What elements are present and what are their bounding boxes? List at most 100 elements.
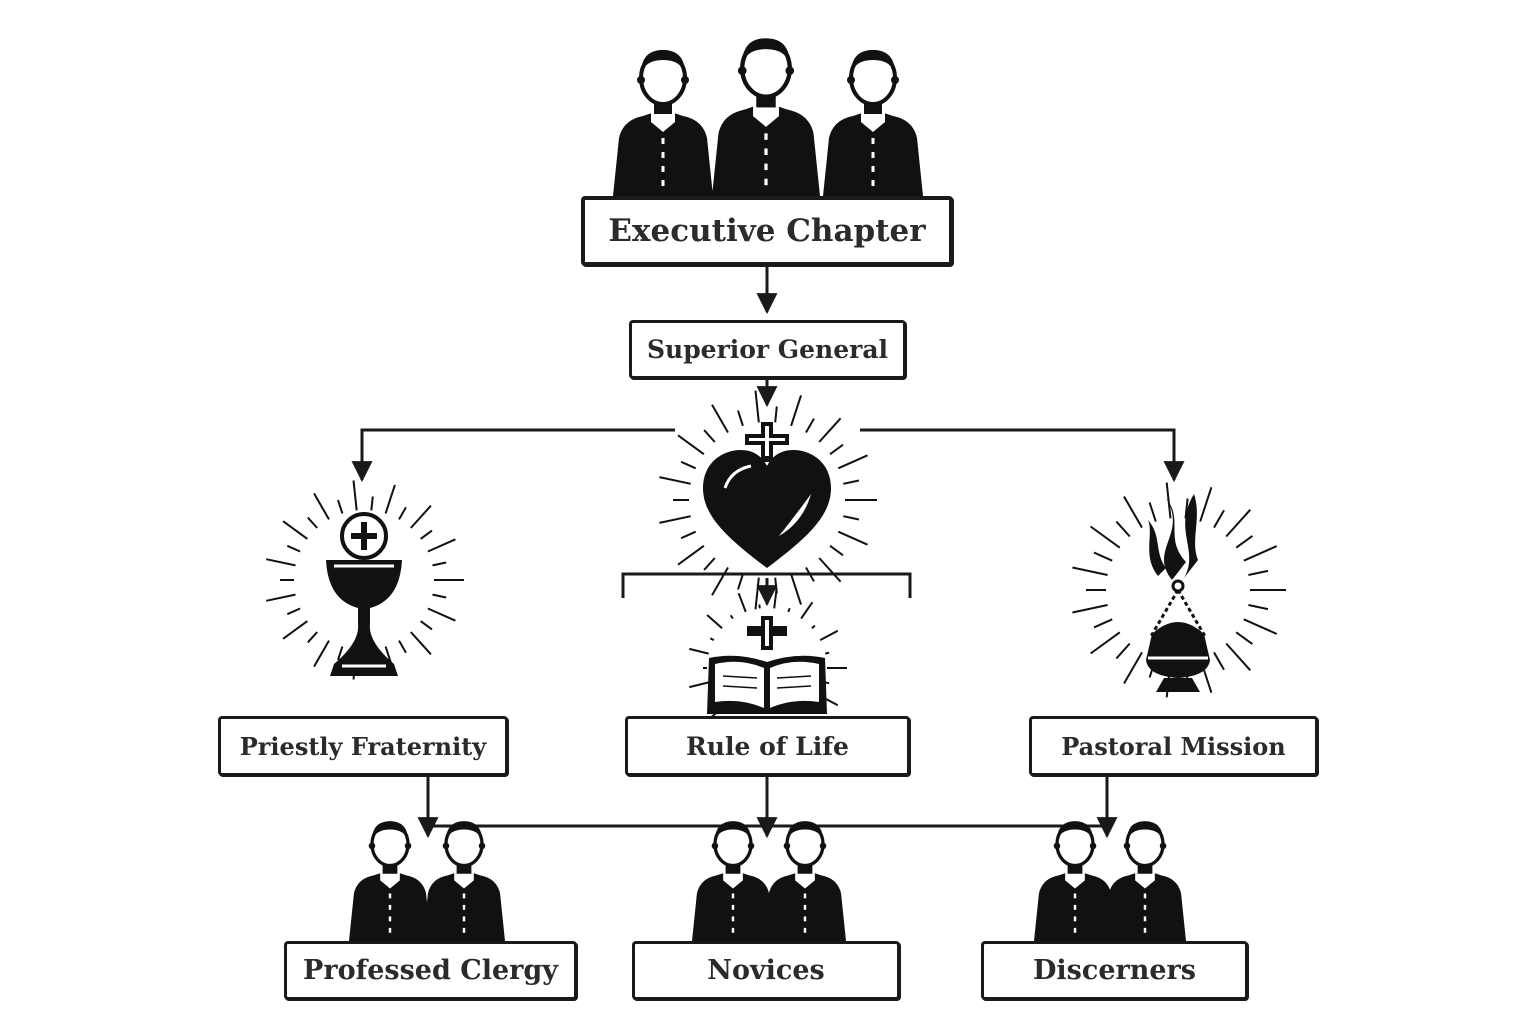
ray-line <box>307 631 318 644</box>
ray-line <box>1123 651 1143 685</box>
ray-line <box>337 499 344 514</box>
ray-line <box>680 460 697 470</box>
ray-line <box>1090 631 1121 655</box>
ray-line <box>282 620 308 640</box>
ray-line <box>1225 509 1252 538</box>
ray-line <box>1072 604 1108 614</box>
ray-line <box>1123 495 1143 529</box>
ray-line <box>843 479 860 485</box>
ray-line <box>1115 520 1131 538</box>
bible-cross-icon <box>689 588 847 748</box>
ray-line <box>370 496 374 511</box>
node-label: Priestly Fraternity <box>239 731 487 761</box>
ray-line <box>837 454 868 470</box>
node-pastoral-mission: Pastoral Mission <box>1029 716 1318 776</box>
ray-line <box>737 573 744 590</box>
chalice-host-icon <box>265 480 464 680</box>
ray-line <box>825 681 830 685</box>
ray-line <box>737 410 744 427</box>
ray-line <box>1115 642 1131 660</box>
node-novices: Novices <box>632 941 900 1000</box>
ray-line <box>706 614 723 629</box>
ray-line <box>680 530 697 540</box>
ray-line <box>265 593 296 602</box>
node-label: Discerners <box>1033 955 1196 986</box>
clergy-pair-icon <box>690 819 848 943</box>
ray-line <box>420 620 433 631</box>
ray-line <box>432 561 447 567</box>
ray-line <box>709 637 715 641</box>
ray-line <box>711 567 729 596</box>
ray-line <box>829 544 844 557</box>
edge-branch-left <box>351 428 675 483</box>
ray-line <box>410 505 432 529</box>
ray-line <box>1093 618 1113 629</box>
ray-line <box>754 577 760 610</box>
ray-line <box>286 607 301 616</box>
ray-line <box>703 557 716 571</box>
ray-line <box>818 557 842 583</box>
ray-line <box>1243 545 1278 562</box>
ray-line <box>805 567 815 582</box>
ray-line <box>677 434 705 456</box>
ray-line <box>1225 642 1252 671</box>
ray-line <box>420 529 433 540</box>
ray-line <box>774 406 778 423</box>
sacred-heart-cross-icon <box>659 390 877 610</box>
ray-line <box>286 544 301 553</box>
ray-line <box>1248 604 1269 611</box>
node-label: Rule of Life <box>686 731 849 761</box>
ray-line <box>825 651 830 655</box>
ray-line <box>1199 486 1213 522</box>
ray-line <box>265 558 296 567</box>
ray-line <box>410 631 432 655</box>
ray-line <box>711 404 729 433</box>
ray-line <box>837 530 868 546</box>
ray-line <box>427 538 456 553</box>
ray-line <box>384 484 396 514</box>
ray-line <box>703 429 716 443</box>
ray-line <box>843 515 860 521</box>
ray-line <box>1235 535 1253 549</box>
ray-line <box>811 624 816 629</box>
ray-line <box>829 443 844 456</box>
node-label: Superior General <box>646 335 889 364</box>
ray-line <box>737 592 747 613</box>
ray-line <box>790 573 802 605</box>
ray-line <box>819 629 839 641</box>
node-discerners: Discerners <box>981 941 1248 1000</box>
clergy-pair-icon <box>347 819 507 943</box>
node-label: Pastoral Mission <box>1061 731 1286 761</box>
ray-line <box>313 492 330 520</box>
ray-line <box>398 506 407 520</box>
bracket-under-heart <box>621 572 912 598</box>
node-label: Professed Clergy <box>303 955 558 986</box>
ray-line <box>805 418 815 433</box>
ray-line <box>307 516 318 529</box>
node-superior-general: Superior General <box>629 320 906 379</box>
ray-line <box>1213 509 1225 529</box>
ray-line <box>818 417 842 443</box>
node-label: Executive Chapter <box>608 213 926 249</box>
ray-line <box>787 607 791 613</box>
ray-line <box>754 390 760 423</box>
edge-branch-right <box>860 428 1185 483</box>
censer-incense-icon <box>1072 482 1286 698</box>
ray-line <box>773 588 778 609</box>
connectors <box>351 266 1185 839</box>
ray-line <box>352 480 358 511</box>
node-executive-chapter: Executive Chapter <box>581 196 953 266</box>
node-rule-of-life: Rule of Life <box>625 716 910 776</box>
clergy-group-icon <box>611 38 925 196</box>
ray-line <box>432 593 447 599</box>
ray-line <box>337 646 344 661</box>
ray-line <box>313 640 330 668</box>
ray-line <box>758 604 761 609</box>
ray-line <box>729 614 734 620</box>
ray-line <box>1243 618 1278 635</box>
node-priestly-fraternity: Priestly Fraternity <box>218 716 508 776</box>
ray-line <box>1148 502 1157 522</box>
ray-line <box>1093 551 1113 562</box>
